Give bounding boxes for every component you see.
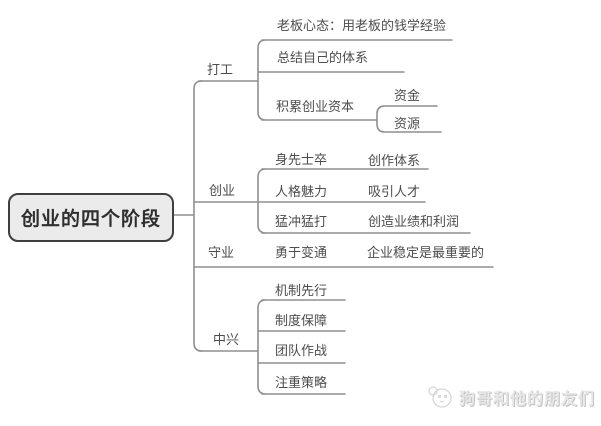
root-node[interactable]: 创业的四个阶段 [8, 193, 174, 242]
node-system-guarantee[interactable]: 制度保障 [275, 313, 328, 328]
branch-start-business[interactable]: 创业 [209, 183, 236, 198]
node-lead-by-example[interactable]: 身先士卒 [275, 152, 328, 167]
watermark: 狗哥和他的朋友们 [427, 384, 595, 410]
dog-logo-icon [427, 384, 455, 410]
node-personal-charisma[interactable]: 人格魅力 [275, 184, 328, 199]
node-focus-strategy[interactable]: 注重策略 [275, 375, 328, 390]
node-funds[interactable]: 资金 [394, 88, 421, 103]
node-charge-hard[interactable]: 猛冲猛打 [275, 214, 328, 229]
branch-work-for-others[interactable]: 打工 [207, 62, 234, 77]
node-stability-most-important[interactable]: 企业稳定是最重要的 [367, 245, 485, 260]
watermark-text: 狗哥和他的朋友们 [459, 391, 596, 408]
node-accumulate-capital[interactable]: 积累创业资本 [276, 99, 355, 114]
node-summarize-own-system[interactable]: 总结自己的体系 [277, 50, 369, 65]
node-team-combat[interactable]: 团队作战 [275, 343, 328, 358]
trunk-line [173, 80, 203, 352]
node-adapt-bravely[interactable]: 勇于变通 [275, 245, 328, 260]
node-resources[interactable]: 资源 [394, 116, 421, 131]
branch-sustain-business[interactable]: 守业 [208, 245, 235, 260]
node-mechanism-first[interactable]: 机制先行 [275, 283, 328, 298]
branch-revival[interactable]: 中兴 [213, 332, 240, 347]
node-attract-talent[interactable]: 吸引人才 [368, 184, 421, 199]
node-creative-system[interactable]: 创作体系 [368, 153, 421, 168]
node-boss-mindset[interactable]: 老板心态：用老板的钱学经验 [277, 18, 447, 33]
node-create-results-profit[interactable]: 创造业绩和利润 [368, 214, 460, 229]
